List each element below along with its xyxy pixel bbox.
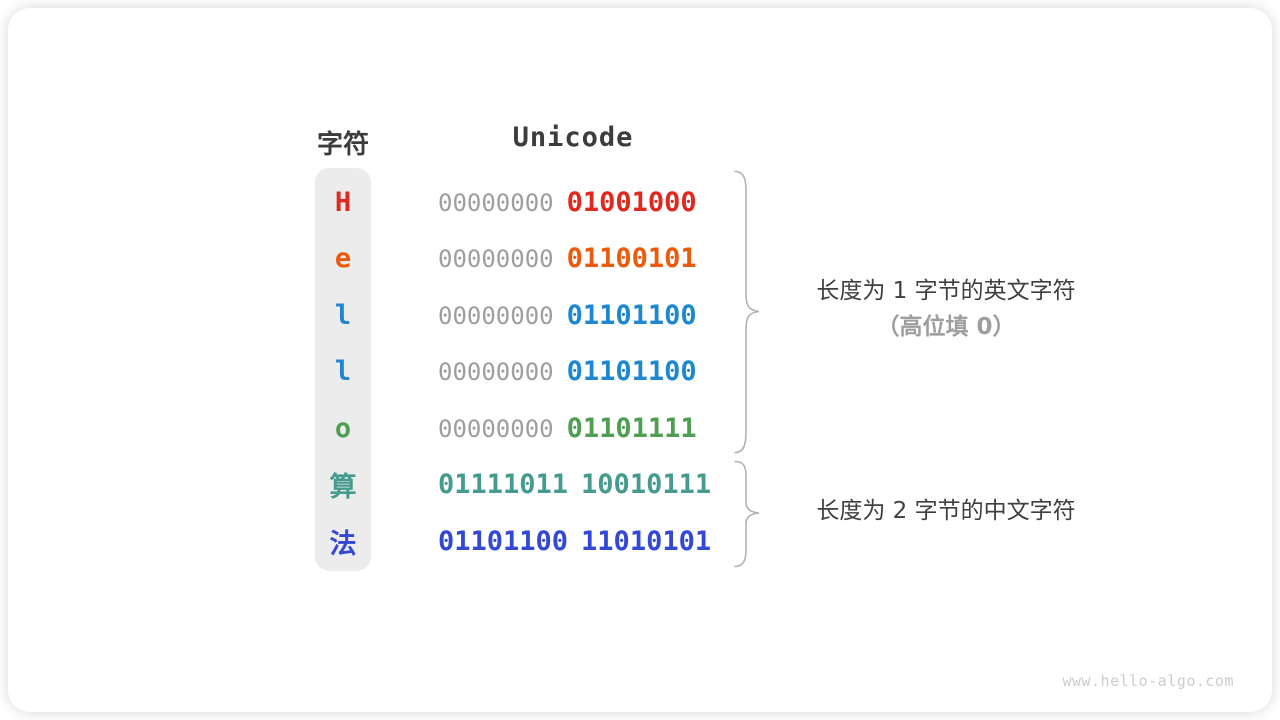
low-byte: 01101100 bbox=[566, 356, 697, 387]
low-byte: 01100101 bbox=[566, 243, 697, 274]
annotation-chinese-chars: 长度为 2 字节的中文字符 bbox=[776, 494, 1116, 530]
high-byte: 01111011 bbox=[438, 469, 569, 500]
column-header-unicode: Unicode bbox=[512, 122, 634, 153]
high-byte: 00000000 bbox=[438, 358, 554, 386]
low-byte: 10010111 bbox=[581, 469, 712, 500]
char-cell: l bbox=[334, 299, 352, 331]
unicode-binary-cell: 00000000 01101100 bbox=[438, 343, 738, 400]
unicode-binary-cell: 00000000 01001000 bbox=[438, 174, 738, 231]
high-byte: 00000000 bbox=[438, 414, 554, 443]
unicode-binary-cell: 00000000 01101111 bbox=[438, 400, 738, 457]
high-byte: 00000000 bbox=[438, 245, 554, 273]
char-cell: e bbox=[334, 243, 352, 274]
diagram-card: 字符 Unicode H 00000000 01001000 e 00000000 011… bbox=[8, 8, 1272, 712]
column-header-char: 字符 bbox=[316, 130, 369, 160]
unicode-binary-cell: 01101100 11010101 bbox=[438, 513, 738, 570]
annotation-chinese-line1: 长度为 2 字节的中文字符 bbox=[816, 498, 1076, 524]
low-byte: 01101100 bbox=[566, 299, 697, 331]
char-cell: H bbox=[334, 186, 352, 218]
unicode-binary-cell: 00000000 01101100 bbox=[438, 287, 738, 344]
annotation-english-chars: 长度为 1 字节的英文字符 （高位填 0） bbox=[776, 274, 1116, 345]
char-cell: o bbox=[334, 412, 352, 444]
unicode-binary-cell: 00000000 01100101 bbox=[438, 230, 738, 287]
unicode-binary-cell: 01111011 10010111 bbox=[438, 456, 738, 513]
high-byte: 00000000 bbox=[438, 301, 554, 330]
char-cell: 法 bbox=[329, 528, 357, 560]
site-watermark: www.hello-algo.com bbox=[1062, 672, 1234, 690]
brace-chinese-group bbox=[734, 460, 760, 568]
high-byte: 00000000 bbox=[438, 188, 554, 217]
high-byte: 01101100 bbox=[438, 525, 569, 557]
annotation-english-line1: 长度为 1 字节的英文字符 bbox=[816, 278, 1076, 304]
low-byte: 01101111 bbox=[566, 412, 697, 444]
low-byte: 01001000 bbox=[566, 186, 697, 218]
annotation-english-line2: （高位填 0） bbox=[876, 313, 1016, 340]
char-cell: 算 bbox=[329, 472, 357, 503]
char-cell: l bbox=[334, 356, 352, 387]
char-column-background bbox=[315, 168, 371, 571]
low-byte: 11010101 bbox=[581, 525, 712, 557]
brace-english-group bbox=[734, 170, 760, 454]
